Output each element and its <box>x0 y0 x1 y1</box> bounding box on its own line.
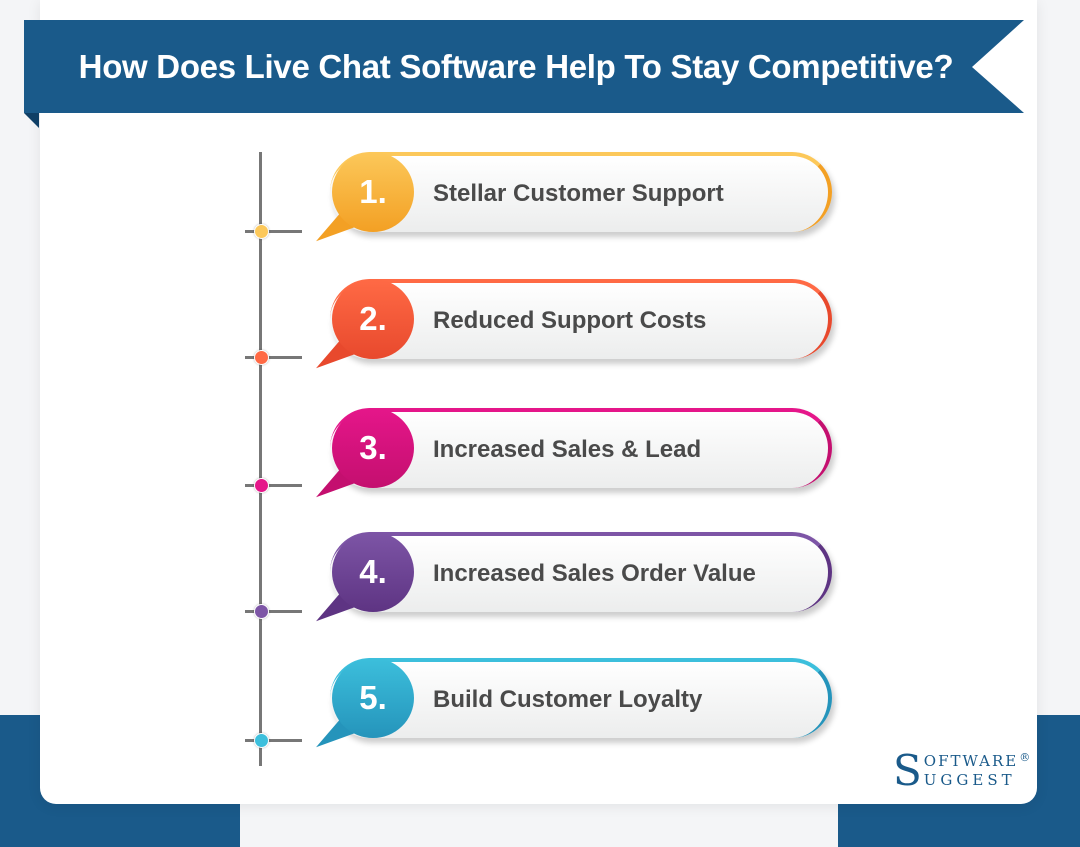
timeline-dot <box>254 604 269 619</box>
banner-ribbon-shape <box>24 20 1024 128</box>
page-title: How Does Live Chat Software Help To Stay… <box>78 48 954 85</box>
softwaresuggest-logo: S OFTWARE ® UGGEST <box>893 748 1030 794</box>
timeline-tick <box>245 230 302 233</box>
timeline-tick <box>245 610 302 613</box>
item-number: 5. <box>359 679 387 716</box>
item-number: 1. <box>359 173 387 210</box>
list-item: 4. Increased Sales Order Value <box>310 532 840 622</box>
timeline-line <box>259 152 262 766</box>
timeline-dot <box>254 733 269 748</box>
list-item: 1. Stellar Customer Support <box>310 152 840 242</box>
timeline-dot <box>254 224 269 239</box>
speech-bubble-icon <box>332 532 414 612</box>
list-item: 5. Build Customer Loyalty <box>310 658 840 748</box>
item-label: Increased Sales Order Value <box>433 560 756 587</box>
timeline-tick <box>245 356 302 359</box>
list-item: 2. Reduced Support Costs <box>310 279 840 369</box>
logo-line2: UGGEST <box>923 771 1016 789</box>
title-banner: How Does Live Chat Software Help To Stay… <box>24 20 1024 128</box>
item-label: Build Customer Loyalty <box>433 686 703 713</box>
timeline-tick <box>245 484 302 487</box>
speech-bubble-icon <box>332 658 414 738</box>
item-label: Stellar Customer Support <box>433 180 724 207</box>
item-label: Increased Sales & Lead <box>433 436 702 463</box>
speech-bubble-icon <box>332 152 414 232</box>
item-number: 2. <box>359 300 387 337</box>
logo-registered-mark: ® <box>1019 751 1031 764</box>
item-number: 4. <box>359 553 387 590</box>
logo-line1: OFTWARE <box>923 752 1019 770</box>
list-item: 3. Increased Sales & Lead <box>310 408 840 498</box>
timeline-dot <box>254 350 269 365</box>
timeline-dot <box>254 478 269 493</box>
item-label: Reduced Support Costs <box>433 307 707 334</box>
speech-bubble-icon <box>332 408 414 488</box>
timeline-tick <box>245 739 302 742</box>
logo-initial: S <box>893 746 922 795</box>
item-number: 3. <box>359 429 387 466</box>
speech-bubble-icon <box>332 279 414 359</box>
